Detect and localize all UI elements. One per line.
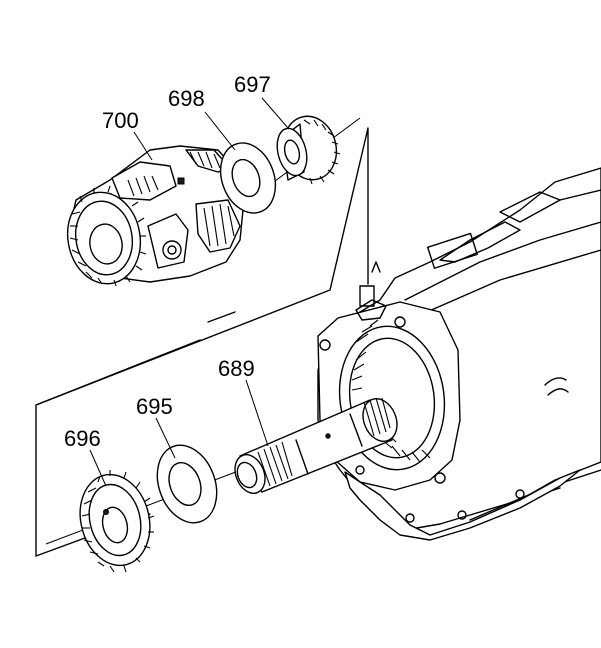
part-698-washer <box>219 142 277 214</box>
callout-700: 700 <box>102 108 139 133</box>
part-689-shaft <box>234 397 398 494</box>
part-697-gear <box>276 115 341 185</box>
callout-695: 695 <box>136 394 173 419</box>
callout-697: 697 <box>234 72 271 97</box>
callout-698: 698 <box>168 86 205 111</box>
callout-696: 696 <box>64 426 101 451</box>
part-700-carrier <box>66 145 245 287</box>
transmission-case <box>317 167 601 541</box>
part-696-gear <box>79 470 155 573</box>
callout-689: 689 <box>218 356 255 381</box>
part-695-washer <box>156 444 218 524</box>
leader-lines <box>89 97 289 487</box>
callout-labels: 700 698 697 689 695 696 <box>64 72 271 451</box>
